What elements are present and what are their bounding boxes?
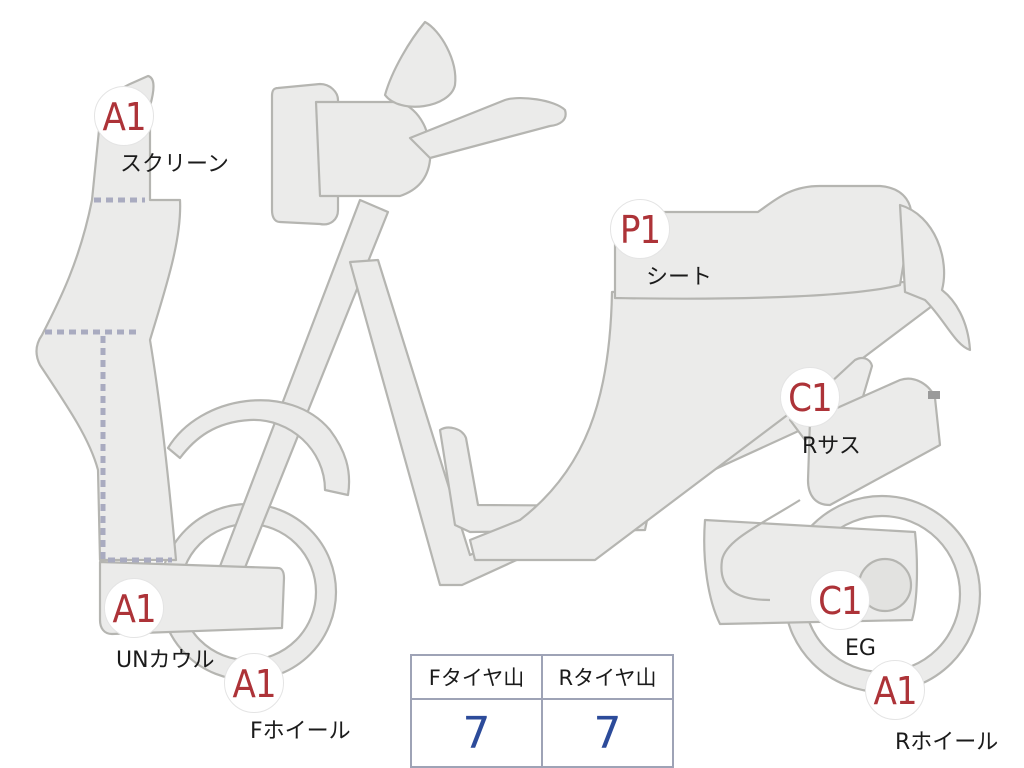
damage-marks — [45, 197, 172, 563]
under-cowl-label: UNカウル — [116, 648, 215, 673]
engine-label: EG — [845, 636, 876, 661]
tire-tread-table: Fタイヤ山 Rタイヤ山 7 7 — [410, 654, 674, 768]
rear-body — [468, 258, 942, 562]
front-tire-tread-value: 7 — [410, 698, 543, 768]
rear-tire-tread-header: Rタイヤ山 — [541, 654, 674, 700]
seat-grade-badge: P1 — [610, 199, 670, 259]
swingarm-box — [806, 377, 942, 507]
front-wheel-label: Fホイール — [250, 719, 351, 744]
under-cowl-grade-badge: A1 — [104, 578, 164, 638]
handlebar-cover — [314, 100, 432, 198]
screen-grade-badge: A1 — [94, 86, 154, 146]
front-cowl — [35, 74, 182, 562]
front-tire-tread-header: Fタイヤ山 — [410, 654, 543, 700]
rear-wheel-label: Rホイール — [895, 730, 999, 755]
rear-suspension-label: Rサス — [802, 434, 861, 459]
engine-grade-badge: C1 — [810, 570, 870, 630]
front-wheel-grade-badge: A1 — [224, 653, 284, 713]
seat-label: シート — [646, 265, 713, 290]
mirror — [383, 20, 457, 108]
tread-header-row: Fタイヤ山 Rタイヤ山 — [410, 654, 674, 700]
handlebar — [408, 96, 567, 160]
tread-value-row: 7 7 — [410, 698, 674, 768]
rear-wheel-grade-badge: A1 — [865, 660, 925, 720]
screen-label: スクリーン — [120, 152, 229, 177]
tail-cowl — [898, 203, 972, 352]
front-fender — [166, 399, 351, 497]
exhaust — [720, 499, 801, 602]
rear-tire-tread-value: 7 — [541, 698, 674, 768]
rear-suspension-grade-badge: C1 — [780, 367, 840, 427]
